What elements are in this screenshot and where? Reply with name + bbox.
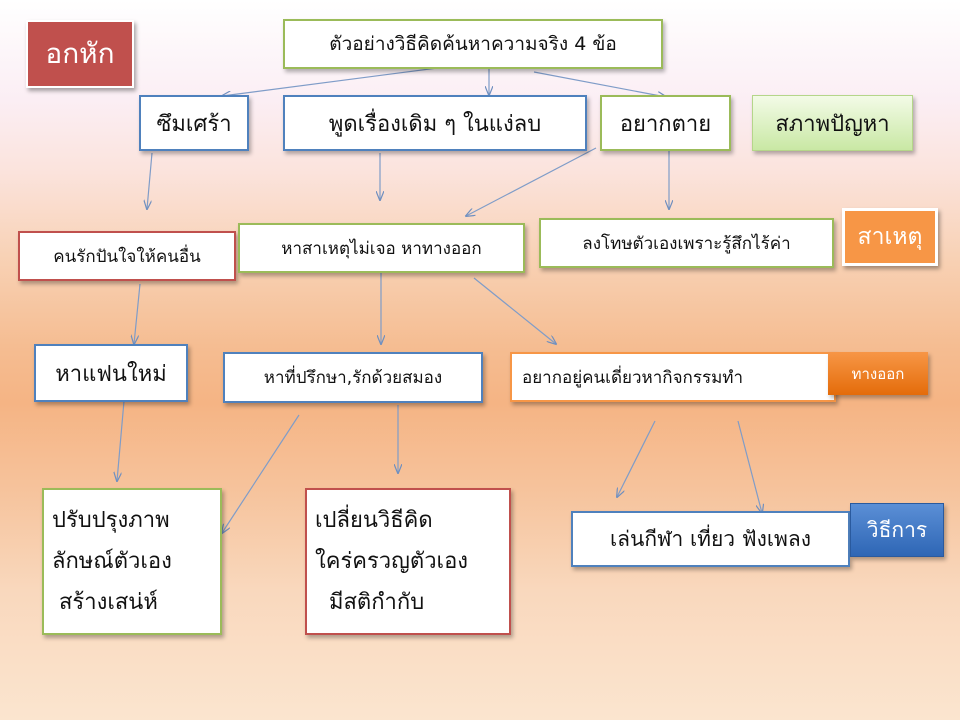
arrow-new-partner-to-improve [117,400,125,481]
arrow-alone-to-activities-left [617,420,656,497]
cause-self-blame-label: ลงโทษตัวเองเพราะรู้สึกไร้ค่า [582,233,791,254]
arrow-alone-to-activities-right [737,420,762,513]
header-box: ตัวอย่างวิธีคิดค้นหาความจริง 4 ข้อ [283,19,663,69]
cause-self-blame-box: ลงโทษตัวเองเพราะรู้สึกไร้ค่า [539,218,834,268]
solution-new-partner-box: หาแฟนใหม่ [34,344,188,402]
problem-depressed-box: ซึมเศร้า [139,95,249,151]
cause-unfaithful-label: คนรักปันใจให้คนอื่น [53,246,201,267]
method-change-line-3: มีสติกำกับ [315,590,425,615]
problem-repeat-box: พูดเรื่องเดิม ๆ ในแง่ลบ [283,95,587,151]
legend-problem-box: สภาพปัญหา [752,95,913,151]
legend-cause-label: สาเหตุ [857,224,923,250]
problem-repeat-label: พูดเรื่องเดิม ๆ ในแง่ลบ [328,111,542,137]
arrow-suicidal-to-no-exit [466,147,597,216]
method-improve-line-3: สร้างเสน่ห์ [52,590,158,615]
method-change-line-1: เปลี่ยนวิธีคิด [315,508,433,533]
solution-alone-label: อยากอยู่คนเดี่ยวหากิจกรรมทำ [522,367,744,388]
legend-cause-tag: สาเหตุ [842,208,938,266]
problem-suicidal-label: อยากตาย [619,111,712,137]
arrow-counsel-to-improve [222,414,300,533]
cause-unfaithful-box: คนรักปันใจให้คนอื่น [18,231,236,281]
legend-problem-label: สภาพปัญหา [775,111,890,137]
method-activities-box: เล่นกีฬา เที่ยว ฟังเพลง [571,511,850,567]
arrow-no-exit-to-alone [473,277,556,344]
method-activities-label: เล่นกีฬา เที่ยว ฟังเพลง [610,526,811,551]
arrow-header-to-depressed [222,66,446,96]
problem-suicidal-box: อยากตาย [600,95,731,151]
arrow-header-to-suicidal [533,71,666,97]
problem-depressed-label: ซึมเศร้า [156,111,232,137]
method-improve-line-1: ปรับปรุงภาพ [52,508,170,533]
method-change-line-2: ใคร่ครวญตัวเอง [315,549,469,574]
method-change-box: เปลี่ยนวิธีคิด ใคร่ครวญตัวเอง มีสติกำกับ [305,488,511,635]
header-label: ตัวอย่างวิธีคิดค้นหาความจริง 4 ข้อ [329,33,617,55]
cause-no-exit-label: หาสาเหตุไม่เจอ หาทางออก [281,238,482,259]
solution-alone-box: อยากอยู่คนเดี่ยวหากิจกรรมทำ [510,352,836,402]
arrow-unfaithful-to-new-partner [134,283,141,344]
method-improve-box: ปรับปรุงภาพ ลักษณ์ตัวเอง สร้างเสน่ห์ [42,488,222,635]
solution-counsel-box: หาที่ปรึกษา,รักด้วยสมอง [223,352,483,403]
legend-method-label: วิธีการ [866,517,928,542]
cause-no-exit-box: หาสาเหตุไม่เจอ หาทางออก [238,223,525,273]
topic-tag-label: อกหัก [45,37,115,70]
legend-solution-tag: ทางออก [828,352,928,395]
legend-solution-label: ทางออก [851,364,905,383]
legend-method-tag: วิธีการ [850,503,944,557]
topic-tag: อกหัก [26,20,134,88]
solution-new-partner-label: หาแฟนใหม่ [55,361,167,387]
method-improve-line-2: ลักษณ์ตัวเอง [52,549,172,574]
arrow-depressed-to-unfaithful [147,152,153,209]
solution-counsel-label: หาที่ปรึกษา,รักด้วยสมอง [263,368,443,388]
